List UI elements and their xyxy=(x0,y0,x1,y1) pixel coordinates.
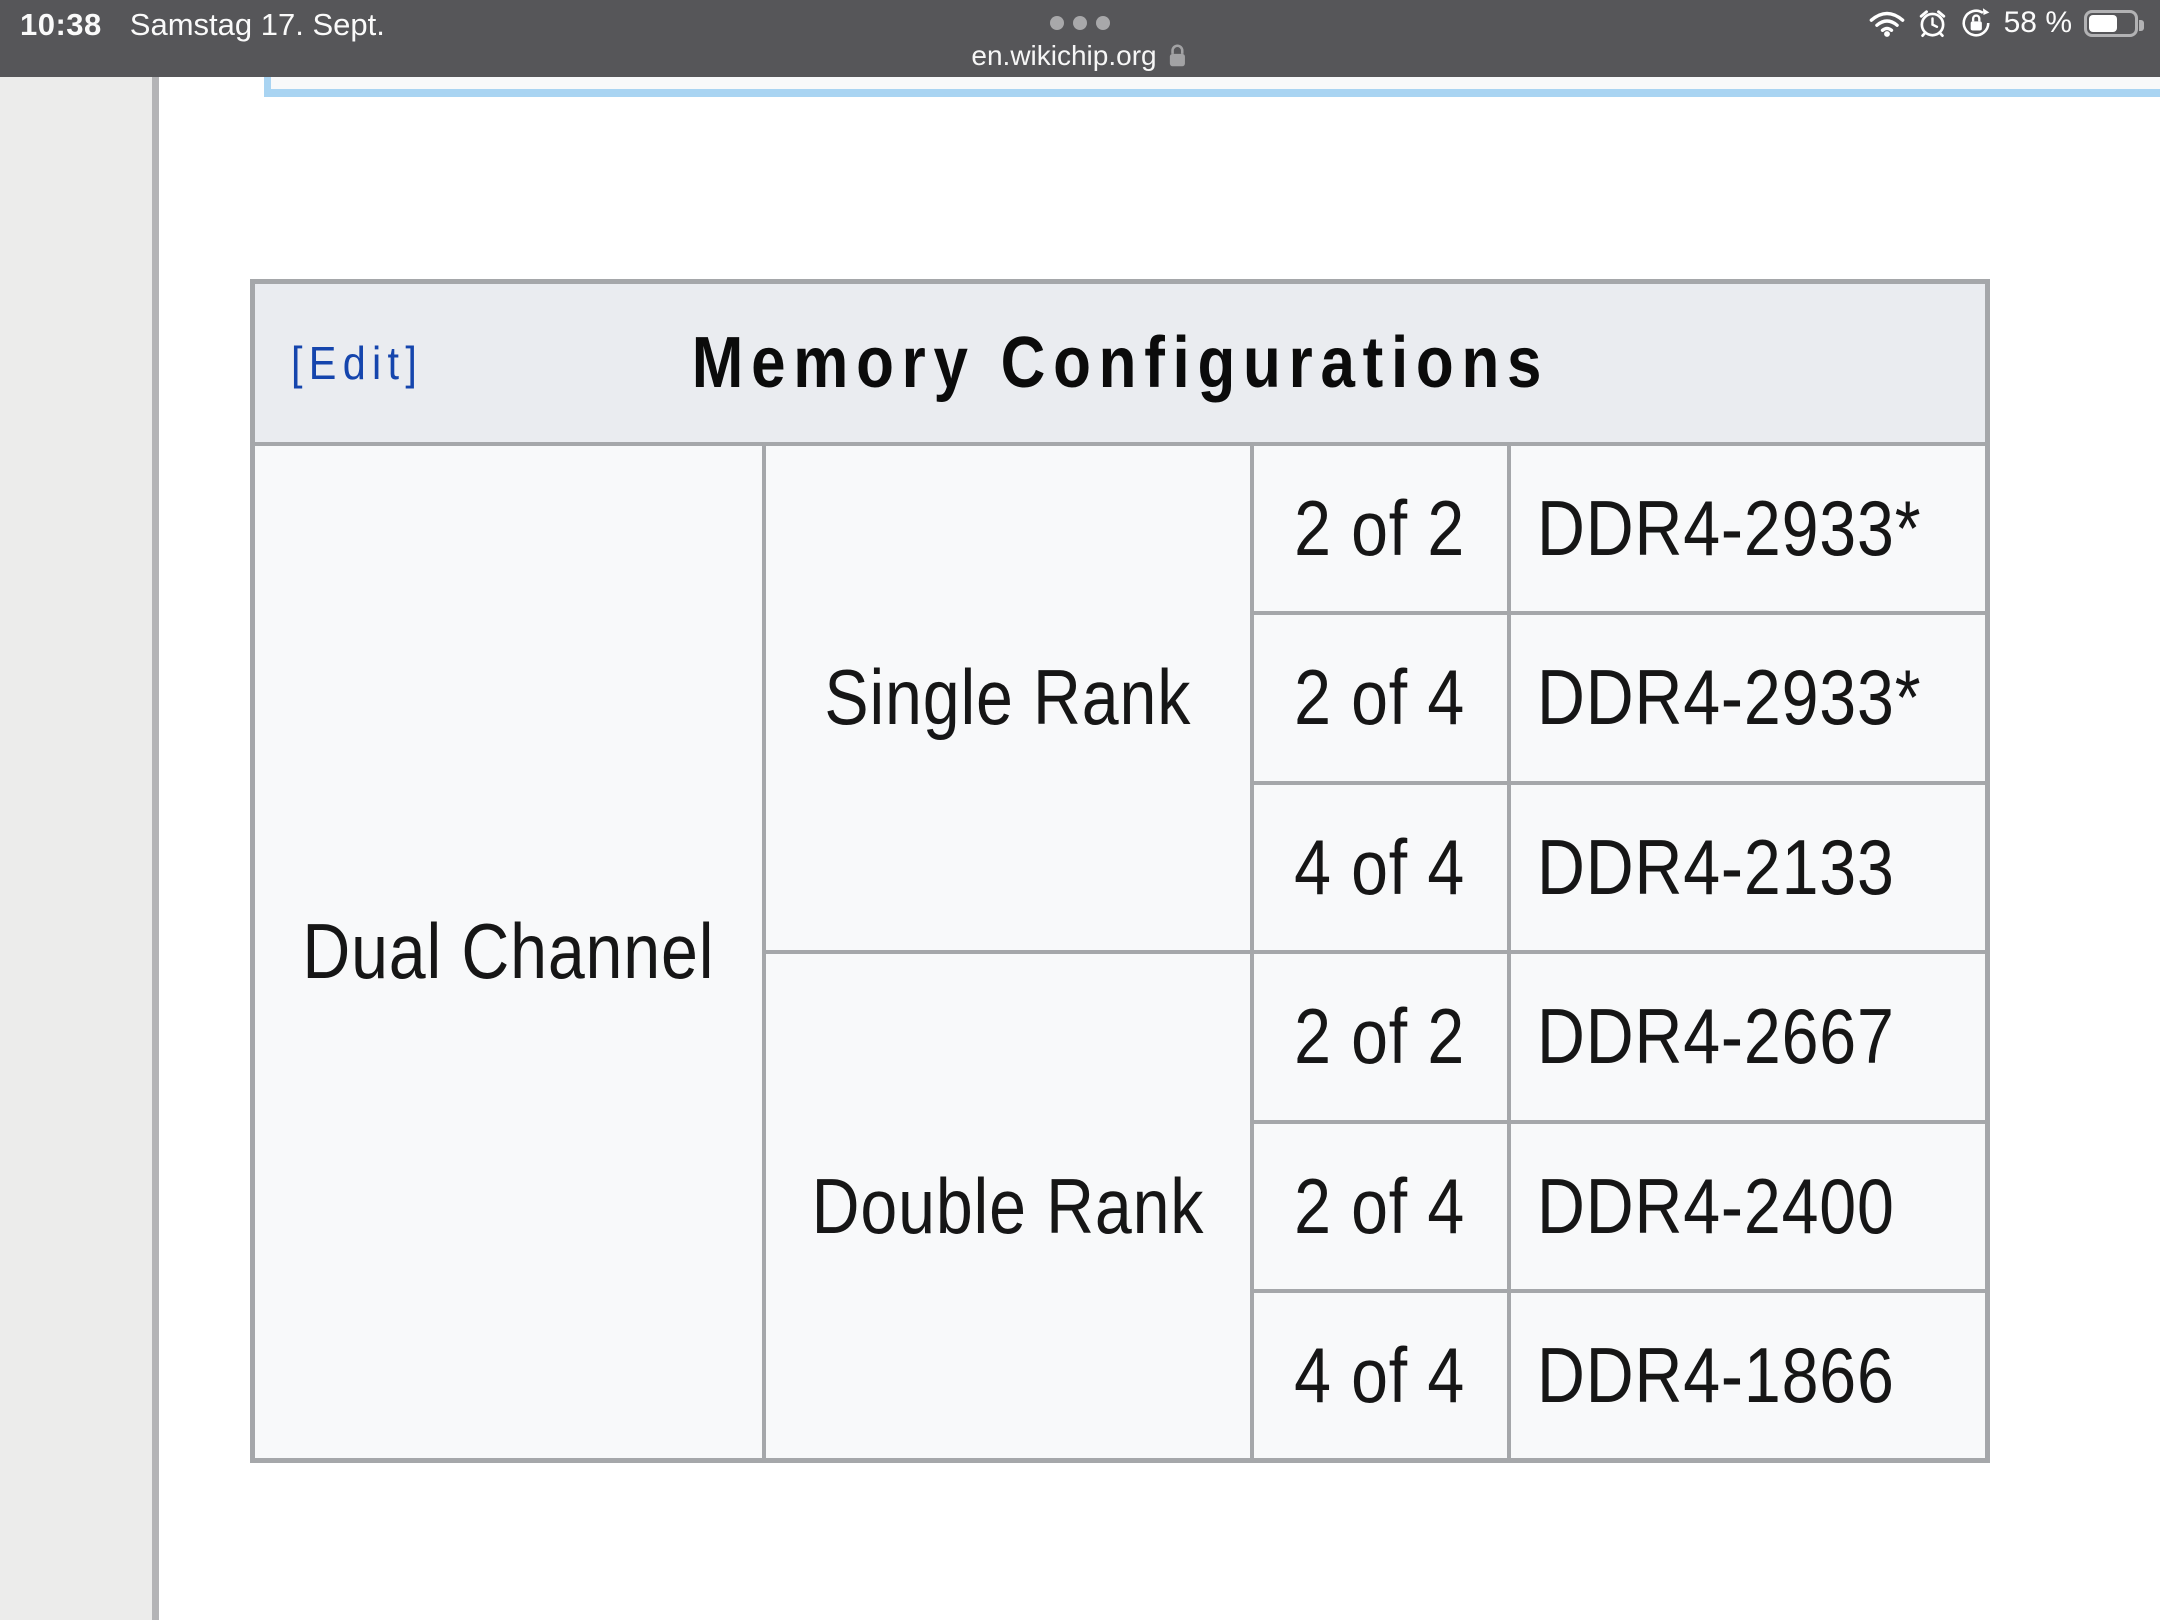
alarm-clock-icon xyxy=(1919,9,1945,37)
lock-icon xyxy=(1170,44,1186,67)
battery-nub xyxy=(2139,19,2144,31)
cell-dual-channel: Dual Channel xyxy=(250,441,766,1463)
status-right: 58 % xyxy=(1869,4,2146,42)
page-left-margin xyxy=(0,77,152,1620)
cell-single-rank: Single Rank xyxy=(761,441,1254,954)
cell-speed: DDR4-2933* xyxy=(1506,611,1990,785)
battery-icon xyxy=(2084,9,2144,37)
dot xyxy=(1050,16,1064,30)
cell-slots: 2 of 4 xyxy=(1249,611,1511,785)
cell-speed: DDR4-1866 xyxy=(1506,1289,1990,1463)
wifi-icon xyxy=(1869,11,1904,37)
cell-slots: 4 of 4 xyxy=(1249,1289,1511,1463)
rotation-lock-icon xyxy=(1962,8,1990,37)
cell-speed: DDR4-2667 xyxy=(1506,950,1990,1124)
status-left: 10:38 Samstag 17. Sept. xyxy=(20,6,385,44)
cell-speed: DDR4-2400 xyxy=(1506,1119,1990,1293)
cell-speed: DDR4-2133 xyxy=(1506,780,1990,954)
cell-slots: 4 of 4 xyxy=(1249,780,1511,954)
dot xyxy=(1096,16,1110,30)
clock: 10:38 xyxy=(20,7,102,42)
edit-link[interactable]: [Edit] xyxy=(291,336,424,389)
infobox-bottom-edge xyxy=(264,77,2160,97)
cell-double-rank: Double Rank xyxy=(761,950,1254,1463)
url-bar[interactable]: en.wikichip.org xyxy=(971,40,1188,72)
memory-config-table: [Edit] Memory Configurations Dual Channe… xyxy=(250,279,1991,1463)
battery-fill xyxy=(2089,14,2117,32)
cell-slots: 2 of 2 xyxy=(1249,950,1511,1124)
table-header: [Edit] Memory Configurations xyxy=(250,279,1990,446)
cell-slots: 2 of 2 xyxy=(1249,441,1511,615)
dot xyxy=(1073,16,1087,30)
ellipsis-icon[interactable] xyxy=(1050,16,1110,30)
cell-slots: 2 of 4 xyxy=(1249,1119,1511,1293)
cell-speed: DDR4-2933* xyxy=(1506,441,1990,615)
status-bar: 10:38 Samstag 17. Sept. en.wikichip.org xyxy=(0,0,2160,77)
battery-percent: 58 % xyxy=(2003,6,2072,39)
vertical-divider xyxy=(152,77,159,1620)
table-title: Memory Configurations xyxy=(691,322,1549,403)
date: Samstag 17. Sept. xyxy=(129,7,385,42)
url-text: en.wikichip.org xyxy=(971,40,1157,71)
